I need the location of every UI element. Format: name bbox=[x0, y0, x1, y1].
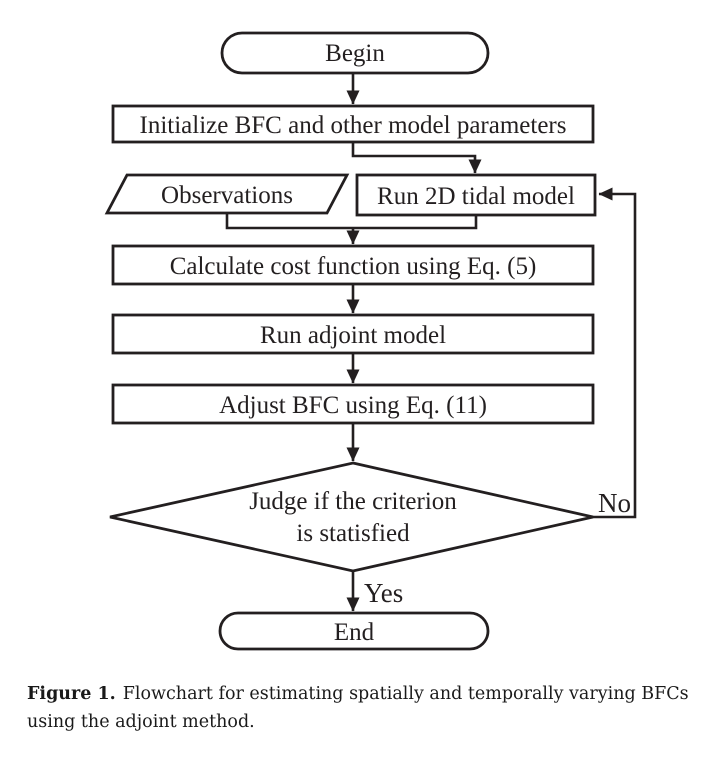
edge-initialize-to-run-tidal bbox=[351, 142, 482, 174]
node-end-label: End bbox=[334, 619, 375, 646]
node-judge-decision-diamond bbox=[109, 461, 594, 573]
node-judge-label-line2: is statisfied bbox=[296, 520, 410, 547]
edge-merge-observations-run-tidal bbox=[225, 213, 478, 230]
node-run-tidal-label: Run 2D tidal model bbox=[377, 183, 575, 210]
edge-judge-no-feedback-to-run-tidal bbox=[593, 187, 637, 519]
node-begin-label: Begin bbox=[325, 40, 385, 67]
flowchart-figure: Begin Initialize BFC and other model par… bbox=[104, 31, 637, 651]
edge-label-yes: Yes bbox=[364, 578, 403, 608]
node-adjust-process bbox=[111, 383, 595, 425]
node-initialize-process bbox=[111, 104, 595, 144]
edge-label-no: No bbox=[598, 488, 631, 518]
caption-figure-number: Figure 1. bbox=[27, 684, 116, 704]
node-end-terminator bbox=[218, 611, 490, 651]
caption-text-line1: Flowchart for estimating spatially and t… bbox=[122, 684, 689, 704]
node-observations-data-parallelogram bbox=[104, 173, 350, 215]
node-observations-label: Observations bbox=[161, 182, 293, 209]
node-judge-label-line1: Judge if the criterion bbox=[249, 488, 457, 515]
caption-text-line2: using the adjoint method. bbox=[27, 712, 255, 732]
node-adjust-label: Adjust BFC using Eq. (11) bbox=[219, 392, 487, 419]
node-run-adjoint-process bbox=[111, 313, 595, 355]
node-calculate-process bbox=[111, 244, 595, 286]
node-run-adjoint-label: Run adjoint model bbox=[260, 322, 446, 349]
node-run-tidal-process bbox=[355, 173, 597, 217]
node-initialize-label: Initialize BFC and other model parameter… bbox=[140, 112, 567, 139]
figure-caption: Figure 1. Flowchart for estimating spatia… bbox=[27, 680, 699, 736]
node-calculate-label: Calculate cost function using Eq. (5) bbox=[170, 253, 537, 280]
node-begin-terminator bbox=[220, 31, 490, 75]
